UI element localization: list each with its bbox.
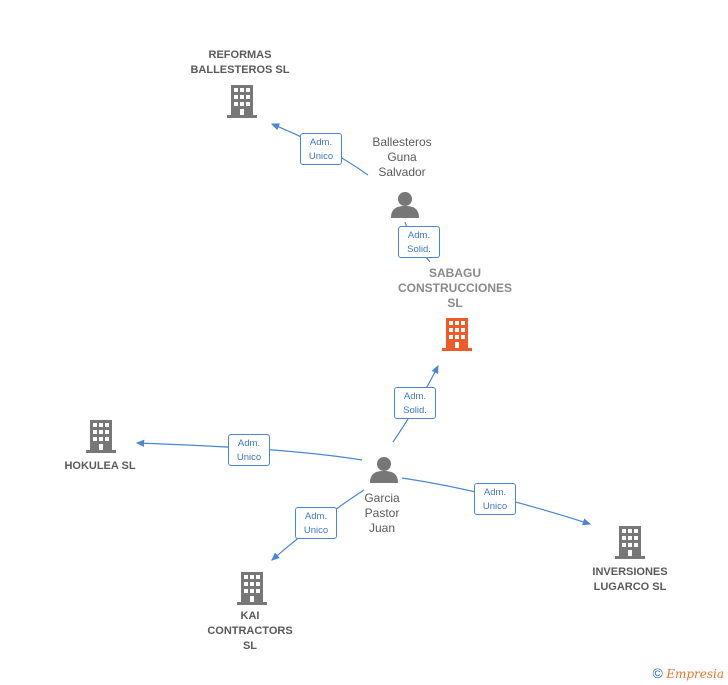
edge-label-reformas: Adm. Unico <box>300 133 342 165</box>
edge-label-hokulea: Adm. Unico <box>228 434 270 466</box>
node-label-garcia[interactable]: Garcia Pastor Juan <box>364 491 400 535</box>
edge-label-garcia-sabagu: Adm. Solid. <box>394 387 436 419</box>
building-icon-hokulea <box>86 420 116 453</box>
node-label-hokulea[interactable]: HOKULEA SL <box>64 460 136 472</box>
edge-label-inversiones: Adm. Unico <box>474 483 516 515</box>
brand-logo: Empresia <box>666 667 724 681</box>
edge-label-kai: Adm. Unico <box>295 507 337 539</box>
node-label-reformas[interactable]: REFORMAS BALLESTEROS SL <box>190 49 290 76</box>
node-label-sabagu[interactable]: SABAGU CONSTRUCCIONES SL <box>397 266 512 310</box>
building-icon-kai <box>237 572 267 605</box>
building-icon-sabagu <box>442 318 472 351</box>
node-label-kai[interactable]: KAI CONTRACTORS SL <box>207 610 293 652</box>
edge-label-ballesteros-sabagu: Adm. Solid. <box>398 226 440 258</box>
person-icon-ballesteros <box>391 192 419 218</box>
node-label-ballesteros[interactable]: Ballesteros Guna Salvador <box>372 135 432 179</box>
building-icon-inversiones <box>615 526 645 559</box>
person-icon-garcia <box>370 457 398 483</box>
footer-brand[interactable]: © Empresia <box>653 665 724 681</box>
copyright-icon: © <box>652 665 663 681</box>
node-label-inversiones[interactable]: INVERSIONES LUGARCO SL <box>592 566 668 593</box>
building-icon-reformas <box>227 85 257 118</box>
